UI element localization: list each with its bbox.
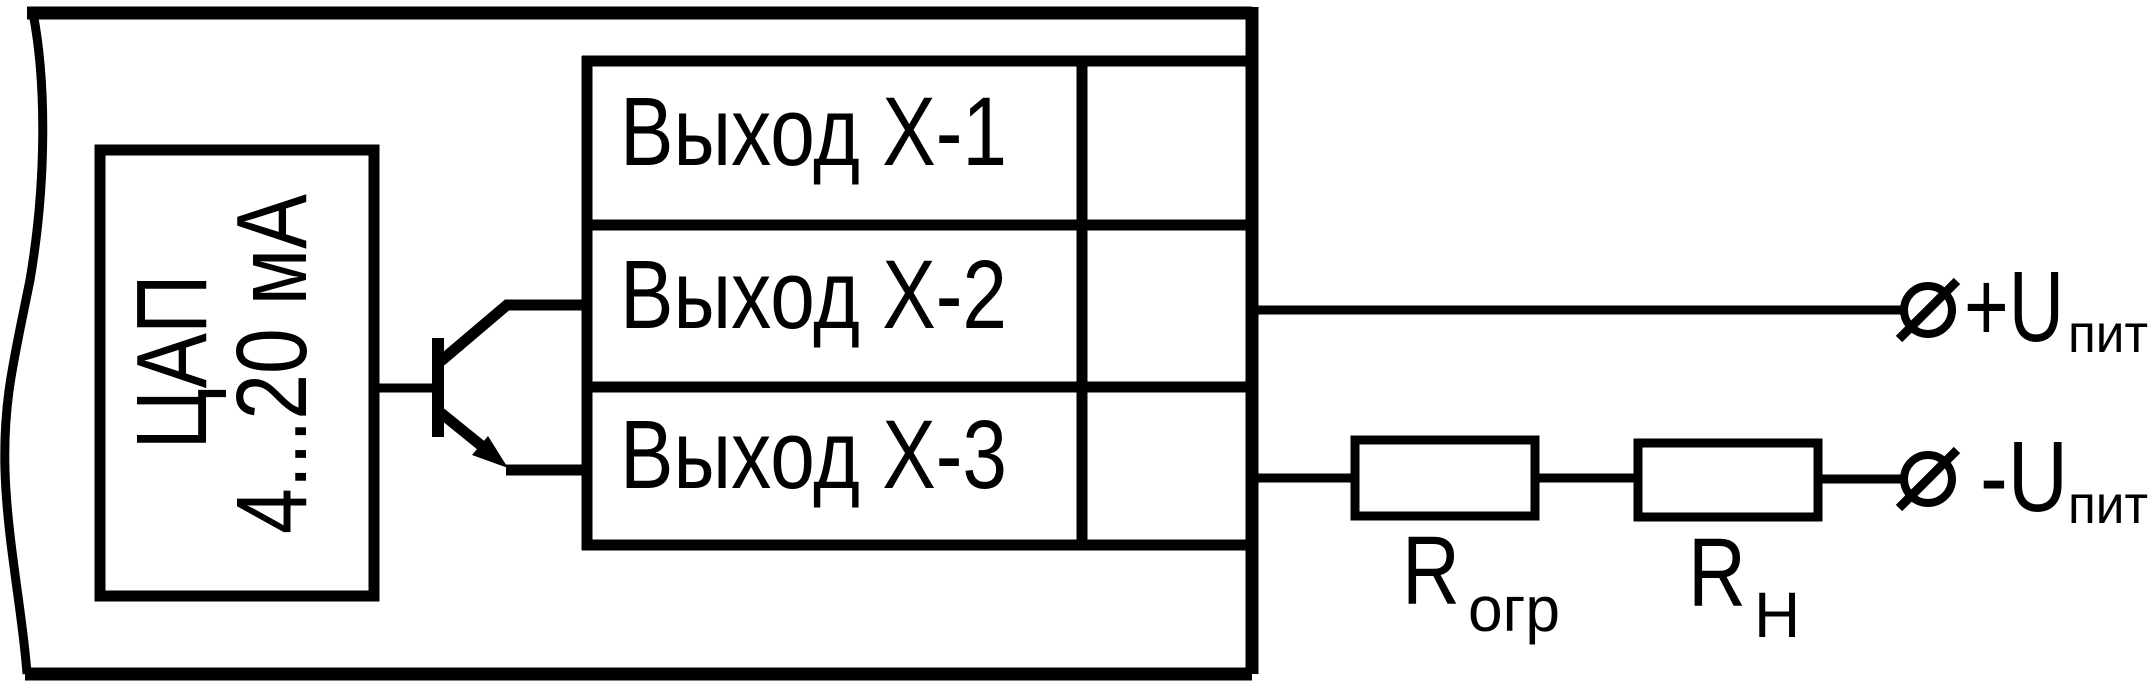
resistor-rn: R Н [1633,438,1823,651]
minus-upit-subscript: пит [2068,475,2148,535]
plus-upit-label: +U [1964,251,2064,363]
resistor-rn-box [1633,438,1823,522]
resistor-rn-symbol: R [1688,518,1746,627]
npn-transistor-icon [374,299,587,476]
dac-block: ЦАП 4...20 мА [94,144,380,602]
terminal-slash-icon [1895,277,1961,343]
dac-range-label: 4...20 мА [216,194,328,534]
output-label-x2: Выход Х-2 [620,240,1007,349]
transistor-collector-wire [437,299,587,366]
device-outline [0,6,1259,681]
resistor-rn-subscript: Н [1754,579,1800,651]
transistor-emitter-arrowhead-icon [472,436,508,468]
terminal-minus-upit: -U пит [1895,421,2148,535]
output-label-x3: Выход Х-3 [620,400,1007,509]
wire-minus-supply [1246,473,1904,484]
terminal-slash-icon [1895,446,1961,512]
resistor-rogr: R огр [1350,435,1560,645]
minus-upit-label: -U [1980,421,2068,533]
plus-upit-subscript: пит [2068,304,2148,364]
output-label-x1: Выход Х-1 [620,77,1007,186]
terminal-circle-icon [1900,451,1956,507]
output-terminal-block: Выход Х-1 Выход Х-2 Выход Х-3 [581,55,1252,551]
device-torn-left-edge [0,12,48,675]
terminal-circle-icon [1900,282,1956,338]
dac-label: ЦАП [116,275,228,450]
resistor-rogr-symbol: R [1402,516,1460,625]
transistor-emitter-wire [437,408,487,452]
dac-block-box [94,144,380,602]
resistor-rogr-subscript: огр [1468,573,1560,645]
terminal-plus-upit: +U пит [1895,251,2148,364]
resistor-rogr-box [1350,435,1540,521]
